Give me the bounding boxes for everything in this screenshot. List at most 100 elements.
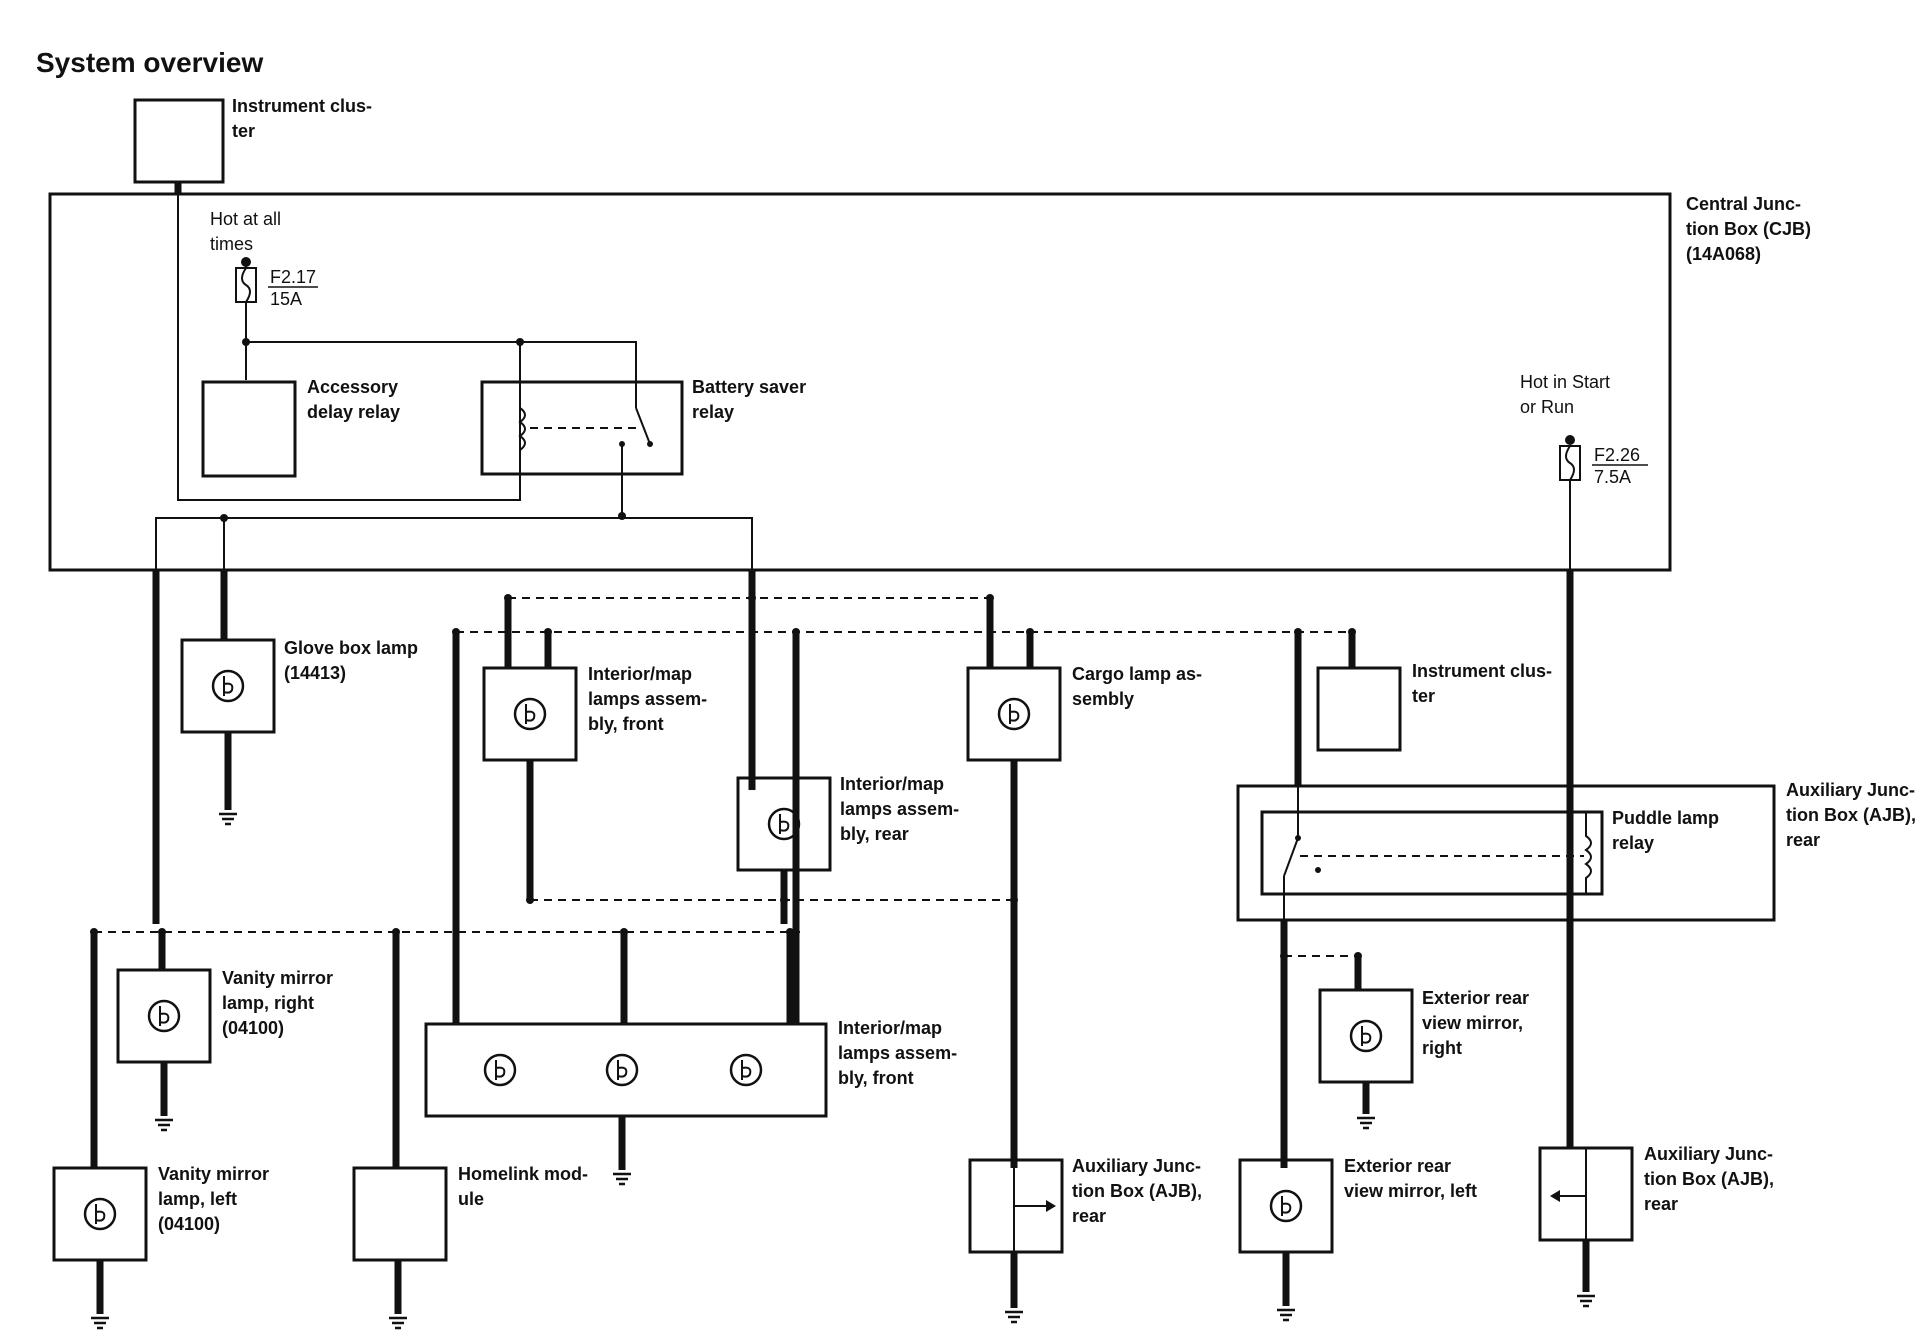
interior-map-lamps-front-upper bbox=[482, 666, 578, 762]
interior-map-front-lower-label: Interior/map lamps assem- bly, front bbox=[838, 1018, 957, 1088]
ground-icon bbox=[89, 1316, 111, 1330]
svg-text:or Run: or Run bbox=[1520, 397, 1574, 417]
exterior-rear-view-mirror-left bbox=[1238, 1158, 1334, 1254]
lamp-icon bbox=[1349, 1019, 1383, 1053]
page-title: System overview bbox=[36, 47, 263, 78]
svg-text:F2.26: F2.26 bbox=[1594, 445, 1640, 465]
arrow-right-icon bbox=[1046, 1200, 1056, 1212]
svg-text:Auxiliary Junc-: Auxiliary Junc- bbox=[1072, 1156, 1201, 1176]
vanity-left-label: Vanity mirror lamp, left (04100) bbox=[158, 1164, 269, 1234]
instrument-cluster-right bbox=[1316, 666, 1402, 752]
svg-text:(14A068): (14A068) bbox=[1686, 244, 1761, 264]
vanity-right-label: Vanity mirror lamp, right (04100) bbox=[222, 968, 333, 1038]
svg-text:tion Box (AJB),: tion Box (AJB), bbox=[1072, 1181, 1202, 1201]
svg-text:Cargo lamp as-: Cargo lamp as- bbox=[1072, 664, 1202, 684]
ajb-rear-top bbox=[1236, 784, 1776, 922]
hot-at-all-times-label: Hot at all times bbox=[210, 209, 281, 254]
svg-text:Battery saver: Battery saver bbox=[692, 377, 806, 397]
lamp-icon bbox=[1269, 1189, 1303, 1223]
accessory-delay-relay bbox=[201, 380, 297, 478]
lamp-icon bbox=[513, 697, 547, 731]
fuse-f2-17-label: F2.17 15A bbox=[268, 267, 318, 309]
svg-text:Interior/map: Interior/map bbox=[840, 774, 944, 794]
interior-map-lamps-front-lower bbox=[424, 1022, 828, 1118]
cargo-lamp-assembly bbox=[966, 666, 1062, 762]
instrument-cluster-top-label: Instrument clus- ter bbox=[232, 96, 372, 141]
ground-icon bbox=[1275, 1308, 1297, 1322]
accessory-delay-relay-label: Accessory delay relay bbox=[307, 377, 400, 422]
ground-icon bbox=[1355, 1116, 1377, 1130]
svg-text:ter: ter bbox=[1412, 686, 1435, 706]
ground-icon bbox=[1575, 1294, 1597, 1308]
ground-icon bbox=[153, 1118, 175, 1132]
svg-text:sembly: sembly bbox=[1072, 689, 1134, 709]
svg-text:Central Junc-: Central Junc- bbox=[1686, 194, 1801, 214]
interior-map-rear-label: Interior/map lamps assem- bly, rear bbox=[840, 774, 959, 844]
svg-text:Interior/map: Interior/map bbox=[838, 1018, 942, 1038]
svg-text:tion Box (CJB): tion Box (CJB) bbox=[1686, 219, 1811, 239]
svg-text:delay relay: delay relay bbox=[307, 402, 400, 422]
cjb-box bbox=[48, 192, 1672, 572]
svg-text:bly, rear: bly, rear bbox=[840, 824, 909, 844]
svg-text:Vanity mirror: Vanity mirror bbox=[158, 1164, 269, 1184]
ground-icon bbox=[1003, 1310, 1025, 1324]
ext-mirror-left-label: Exterior rear view mirror, left bbox=[1344, 1156, 1477, 1201]
svg-text:lamp, right: lamp, right bbox=[222, 993, 314, 1013]
svg-text:bly, front: bly, front bbox=[588, 714, 664, 734]
svg-text:tion Box (AJB),: tion Box (AJB), bbox=[1786, 805, 1916, 825]
ground-icon bbox=[387, 1316, 409, 1330]
svg-text:Instrument clus-: Instrument clus- bbox=[1412, 661, 1552, 681]
glove-box-lamp-label: Glove box lamp (14413) bbox=[284, 638, 418, 683]
svg-text:F2.17: F2.17 bbox=[270, 267, 316, 287]
instrument-cluster-right-label: Instrument clus- ter bbox=[1412, 661, 1552, 706]
ground-icon bbox=[611, 1172, 633, 1186]
svg-text:Homelink mod-: Homelink mod- bbox=[458, 1164, 588, 1184]
cjb-label: Central Junc- tion Box (CJB) (14A068) bbox=[1686, 194, 1811, 264]
ajb-rear-top-label: Auxiliary Junc- tion Box (AJB), rear bbox=[1786, 780, 1916, 850]
ext-mirror-right-label: Exterior rear view mirror, right bbox=[1422, 988, 1529, 1058]
svg-text:ule: ule bbox=[458, 1189, 484, 1209]
homelink-module bbox=[352, 1166, 448, 1262]
svg-text:rear: rear bbox=[1072, 1206, 1106, 1226]
hot-in-start-or-run-label: Hot in Start or Run bbox=[1520, 372, 1610, 417]
ajb-rear-right-label: Auxiliary Junc- tion Box (AJB), rear bbox=[1644, 1144, 1774, 1214]
svg-text:Puddle lamp: Puddle lamp bbox=[1612, 808, 1719, 828]
svg-text:7.5A: 7.5A bbox=[1594, 467, 1631, 487]
svg-text:lamps assem-: lamps assem- bbox=[840, 799, 959, 819]
svg-text:relay: relay bbox=[1612, 833, 1654, 853]
svg-text:Auxiliary Junc-: Auxiliary Junc- bbox=[1644, 1144, 1773, 1164]
lamp-icon bbox=[483, 1053, 517, 1087]
svg-text:Vanity mirror: Vanity mirror bbox=[222, 968, 333, 988]
svg-text:Exterior rear: Exterior rear bbox=[1422, 988, 1529, 1008]
battery-saver-relay-label: Battery saver relay bbox=[692, 377, 806, 422]
ground-icon bbox=[217, 812, 239, 826]
puddle-lamp-relay-label: Puddle lamp relay bbox=[1612, 808, 1719, 853]
svg-text:15A: 15A bbox=[270, 289, 302, 309]
svg-text:Accessory: Accessory bbox=[307, 377, 398, 397]
svg-text:view mirror,: view mirror, bbox=[1422, 1013, 1523, 1033]
svg-text:(14413): (14413) bbox=[284, 663, 346, 683]
svg-text:Hot in Start: Hot in Start bbox=[1520, 372, 1610, 392]
svg-text:Hot at all: Hot at all bbox=[210, 209, 281, 229]
svg-text:tion Box (AJB),: tion Box (AJB), bbox=[1644, 1169, 1774, 1189]
fuse-f2-26-label: F2.26 7.5A bbox=[1592, 445, 1648, 487]
lamp-icon bbox=[147, 999, 181, 1033]
interior-map-lamps-rear bbox=[736, 776, 832, 872]
battery-saver-relay bbox=[480, 380, 684, 476]
homelink-label: Homelink mod- ule bbox=[458, 1164, 588, 1209]
lamp-icon bbox=[997, 697, 1031, 731]
cargo-lamp-label: Cargo lamp as- sembly bbox=[1072, 664, 1202, 709]
svg-text:rear: rear bbox=[1644, 1194, 1678, 1214]
svg-text:Exterior rear: Exterior rear bbox=[1344, 1156, 1451, 1176]
svg-text:relay: relay bbox=[692, 402, 734, 422]
ajb-rear-middle-label: Auxiliary Junc- tion Box (AJB), rear bbox=[1072, 1156, 1202, 1226]
svg-text:Interior/map: Interior/map bbox=[588, 664, 692, 684]
svg-text:lamp, left: lamp, left bbox=[158, 1189, 237, 1209]
interior-map-front-upper-label: Interior/map lamps assem- bly, front bbox=[588, 664, 707, 734]
vanity-mirror-lamp-left bbox=[52, 1166, 148, 1262]
svg-text:right: right bbox=[1422, 1038, 1462, 1058]
svg-text:lamps assem-: lamps assem- bbox=[588, 689, 707, 709]
svg-text:rear: rear bbox=[1786, 830, 1820, 850]
arrow-left-icon bbox=[1550, 1190, 1560, 1202]
